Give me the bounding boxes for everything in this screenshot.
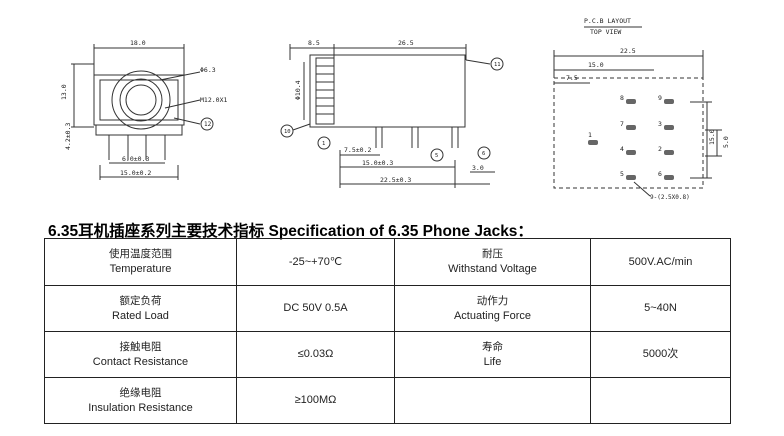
front-hole-dia: Φ6.3 bbox=[200, 66, 216, 74]
pcb-layout-drawing bbox=[553, 26, 722, 197]
pcb-pin-3: 3 bbox=[658, 120, 662, 128]
spec-label-en: Life bbox=[483, 355, 502, 368]
pcb-pin-8: 8 bbox=[620, 94, 624, 102]
front-pin-pitch: 6.0±0.3 bbox=[122, 155, 149, 163]
side-callout-10: 10 bbox=[284, 129, 291, 135]
pcb-hole-note: 9-(2.5X0.8) bbox=[650, 194, 690, 201]
side-callout-6: 6 bbox=[482, 151, 485, 157]
table-row: 绝缘电阻 Insulation Resistance ≥100MΩ bbox=[44, 377, 731, 424]
spec-label-zh: 额定负荷 bbox=[119, 294, 162, 307]
spec-value-cell: -25~+70℃ bbox=[236, 238, 395, 286]
side-dim-e: 22.5±0.3 bbox=[380, 176, 411, 184]
spec-label-en: Actuating Force bbox=[453, 309, 532, 322]
pcb-pin-4: 4 bbox=[620, 145, 624, 153]
front-dim-width: 18.0 bbox=[130, 39, 146, 47]
table-row: 接触电阻 Contact Resistance ≤0.03Ω 寿命 Life 500… bbox=[44, 331, 731, 378]
pcb-dim-15: 15.0 bbox=[588, 61, 604, 69]
spec-label-cell: 耐压 Withstand Voltage bbox=[394, 238, 591, 286]
pcb-pin-2: 2 bbox=[658, 145, 662, 153]
spec-label-cell: 额定负荷 Rated Load bbox=[44, 285, 237, 332]
side-dim-c: 7.5±0.2 bbox=[344, 146, 371, 154]
spec-value-cell: DC 50V 0.5A bbox=[236, 285, 395, 332]
pcb-subtitle: TOP VIEW bbox=[590, 28, 621, 36]
pcb-pads bbox=[588, 99, 674, 180]
side-callout-1: 1 bbox=[322, 141, 325, 147]
pcb-pin-1: 1 bbox=[588, 131, 592, 139]
spec-value-cell: ≥100MΩ bbox=[236, 377, 395, 424]
side-dim-b: 26.5 bbox=[398, 39, 414, 47]
spec-value-cell: 500V.AC/min bbox=[590, 238, 731, 286]
side-dim-f: 3.0 bbox=[472, 164, 484, 172]
spec-value-cell bbox=[590, 377, 731, 424]
spec-label-en: Rated Load bbox=[112, 309, 169, 322]
side-dim-dia: Φ10.4 bbox=[294, 80, 302, 100]
spec-label-cell: 寿命 Life bbox=[394, 331, 591, 378]
spec-label-cell: 接触电阻 Contact Resistance bbox=[44, 331, 237, 378]
side-dim-a: 8.5 bbox=[308, 39, 320, 47]
technical-drawings: P.C.B LAYOUT TOP VIEW 18.0 13.0 4.2±0.3 … bbox=[60, 17, 730, 201]
pcb-dim-v5: 5.0 bbox=[722, 136, 730, 148]
pcb-title: P.C.B LAYOUT bbox=[584, 17, 631, 25]
spec-value-cell: 5000次 bbox=[590, 331, 731, 378]
spec-label-zh: 动作力 bbox=[476, 294, 509, 307]
spec-value-cell: 5~40N bbox=[590, 285, 731, 332]
table-row: 额定负荷 Rated Load DC 50V 0.5A 动作力 Actuating … bbox=[44, 285, 731, 332]
spec-label-zh: 绝缘电阻 bbox=[119, 386, 162, 399]
front-thread: M12.0X1 bbox=[200, 96, 227, 104]
pcb-pin-6: 6 bbox=[658, 170, 662, 178]
spec-heading: 6.35耳机插座系列主要技术指标 Specification of 6.35 P… bbox=[48, 223, 533, 240]
pcb-pin-9: 9 bbox=[658, 94, 662, 102]
pcb-dim-75: 7.5 bbox=[566, 74, 578, 82]
pcb-dim-v15: 15.0 bbox=[708, 129, 716, 145]
spec-label-cell bbox=[394, 377, 591, 424]
spec-label-zh: 耐压 bbox=[482, 248, 503, 260]
spec-label-en: Withstand Voltage bbox=[448, 263, 537, 275]
spec-label-en: Contact Resistance bbox=[92, 355, 189, 368]
front-dim-height: 13.0 bbox=[60, 84, 68, 100]
table-row: 使用温度范围 Temperature -25~+70℃ 耐压 Withstand V… bbox=[44, 238, 731, 286]
spec-label-zh: 使用温度范围 bbox=[109, 248, 172, 260]
spec-label-en: Insulation Resistance bbox=[88, 401, 193, 414]
front-dim-small: 4.2±0.3 bbox=[64, 123, 72, 150]
front-view-drawing bbox=[71, 44, 214, 180]
spec-table: 使用温度范围 Temperature -25~+70℃ 耐压 Withstand V… bbox=[44, 238, 731, 424]
pcb-pin-5: 5 bbox=[620, 170, 624, 178]
side-dim-d: 15.0±0.3 bbox=[362, 159, 393, 167]
side-callout-5: 5 bbox=[435, 153, 438, 159]
spec-label-cell: 动作力 Actuating Force bbox=[394, 285, 591, 332]
front-callout: 12 bbox=[204, 121, 212, 128]
side-view-drawing bbox=[280, 44, 504, 188]
spec-label-zh: 寿命 bbox=[482, 340, 503, 353]
pcb-pin-7: 7 bbox=[620, 120, 624, 128]
spec-label-zh: 接触电阻 bbox=[119, 340, 162, 353]
spec-label-cell: 绝缘电阻 Insulation Resistance bbox=[44, 377, 237, 424]
spec-label-cell: 使用温度范围 Temperature bbox=[44, 238, 237, 286]
spec-value-cell: ≤0.03Ω bbox=[236, 331, 395, 378]
spec-label-en: Temperature bbox=[109, 263, 172, 275]
front-pin-span: 15.0±0.2 bbox=[120, 169, 151, 177]
side-callout-11: 11 bbox=[494, 62, 501, 68]
pcb-dim-total: 22.5 bbox=[620, 47, 636, 55]
